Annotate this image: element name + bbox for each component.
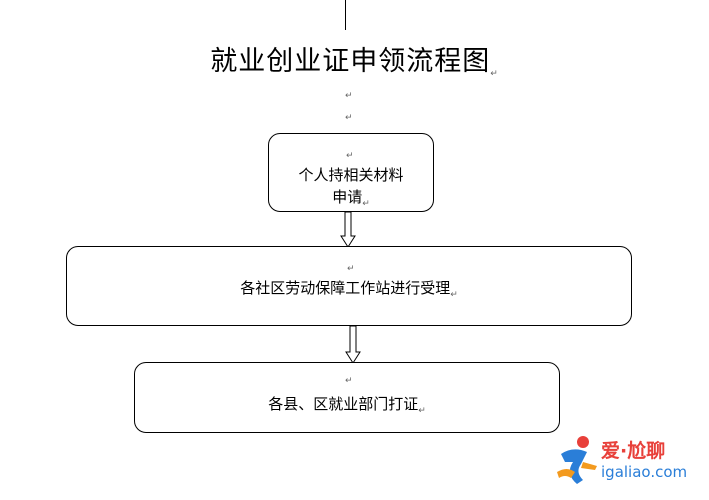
page-title: 就业创业证申领流程图↵ [0, 44, 709, 80]
paragraph-mark: ↵ [345, 376, 353, 386]
down-arrow-2 [345, 326, 361, 364]
paragraph-mark: ↵ [347, 264, 355, 274]
paragraph-mark: ↵ [346, 151, 354, 161]
flow-step-2-label: 各社区劳动保障工作站进行受理 [240, 279, 451, 297]
paragraph-mark: ↵ [362, 199, 370, 209]
text-cursor-line [345, 0, 346, 30]
flow-step-3-box: ↵ 各县、区就业部门打证↵ [134, 362, 560, 433]
flow-step-1-line1: 个人持相关材料 [298, 166, 404, 184]
flow-step-3-text: 各县、区就业部门打证↵ [135, 393, 559, 416]
flow-step-1-box: ↵ 个人持相关材料 申请↵ [268, 133, 434, 212]
flow-step-1-line2-wrap: 申请↵ [269, 186, 433, 209]
paragraph-mark: ↵ [490, 69, 499, 79]
watermark: 爱·尬聊 igaliao.com [553, 432, 703, 490]
paragraph-mark: ↵ [345, 113, 353, 123]
flow-step-1-text: 个人持相关材料 申请↵ [269, 164, 433, 209]
flow-step-2-text: 各社区劳动保障工作站进行受理↵ [67, 277, 631, 300]
runner-logo-icon [557, 436, 597, 484]
document-title: 就业创业证申领流程图 [210, 46, 491, 77]
paragraph-mark: ↵ [418, 406, 426, 416]
paragraph-mark: ↵ [450, 290, 458, 300]
down-arrow-1 [340, 212, 356, 248]
flow-step-1-line2: 申请 [332, 188, 363, 206]
watermark-url: igaliao.com [601, 463, 688, 481]
flow-step-3-label: 各县、区就业部门打证 [268, 395, 419, 413]
flow-step-2-box: ↵ 各社区劳动保障工作站进行受理↵ [66, 246, 632, 326]
paragraph-mark: ↵ [345, 91, 353, 101]
watermark-title: 爱·尬聊 [601, 440, 666, 462]
